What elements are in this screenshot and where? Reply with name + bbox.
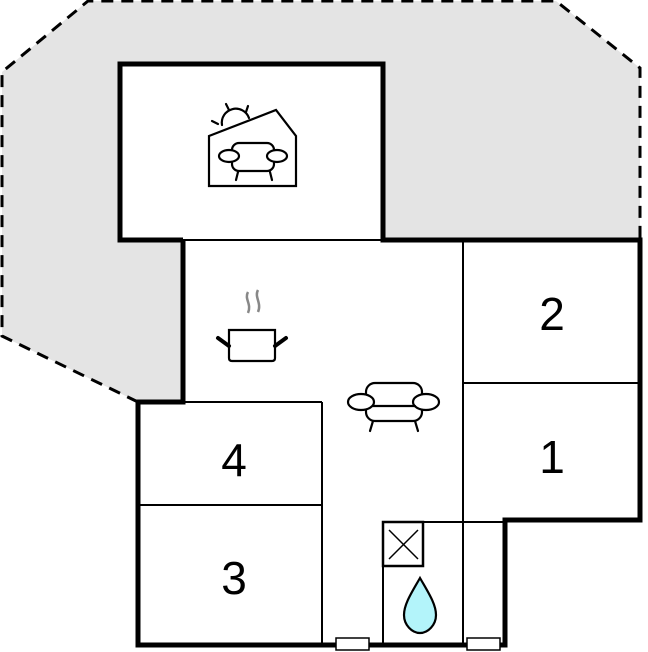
sunroom-icon [207, 102, 298, 188]
conservatory-room [120, 64, 383, 240]
cooking-pot-icon [216, 289, 288, 363]
entrance-threshold-left [335, 637, 370, 651]
water-drop-icon [402, 575, 438, 635]
utility-box-icon [381, 520, 425, 568]
room-label-1: 1 [539, 431, 565, 483]
exterior-walls [117, 61, 643, 648]
room-label-3: 3 [221, 552, 247, 604]
entrance-threshold-right [466, 637, 501, 651]
room-label-4: 4 [221, 434, 247, 486]
sofa-icon [346, 381, 441, 433]
terrace-area [2, 1, 640, 402]
room-label-2: 2 [539, 288, 565, 340]
terrace-dashed-edge [0, 0, 642, 404]
